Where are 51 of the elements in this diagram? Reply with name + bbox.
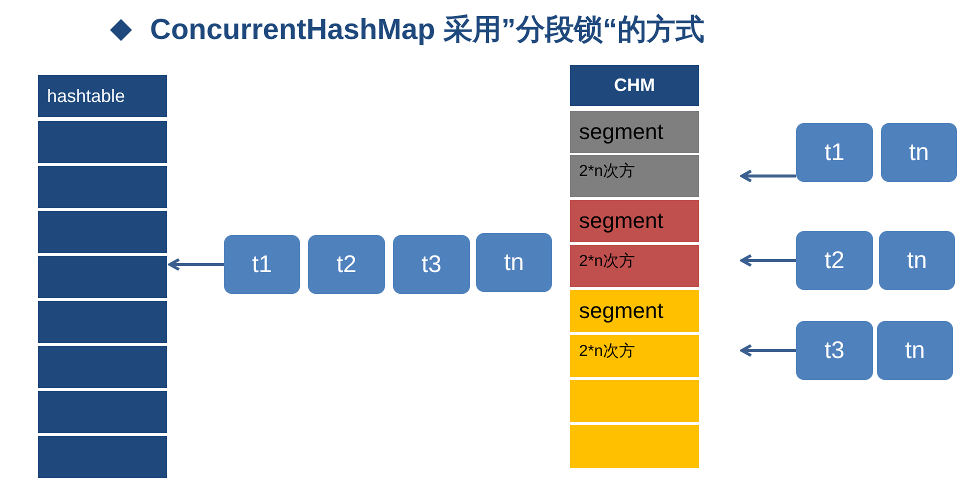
- thread-box: [796, 123, 873, 182]
- empty-cell: [38, 436, 167, 478]
- empty-cell: [38, 121, 167, 163]
- thread-box: [881, 123, 957, 182]
- empty-cell: [38, 301, 167, 343]
- thread-box: [393, 235, 470, 294]
- cell-label: t1: [824, 138, 844, 166]
- thread-box: [476, 233, 552, 292]
- cell-label: segment: [579, 119, 664, 145]
- cell-label: t2: [336, 250, 356, 278]
- title: ConcurrentHashMap 采用”分段锁“的方式: [150, 12, 704, 48]
- cell-label: t2: [824, 246, 844, 274]
- arrow: [740, 344, 796, 357]
- cell-label: 2*n次方: [579, 342, 636, 362]
- thread-box: [877, 321, 953, 380]
- arrow: [740, 254, 796, 267]
- empty-cell: [38, 346, 167, 388]
- cell-label: hashtable: [47, 86, 126, 106]
- thread-box: [308, 235, 385, 294]
- empty-cell: [570, 425, 699, 468]
- cell-label: 2*n次方: [579, 162, 636, 182]
- header-cell: [570, 65, 699, 106]
- cell-label: segment: [579, 208, 664, 234]
- cell-label: t3: [824, 336, 844, 364]
- cell-label: tn: [904, 336, 925, 364]
- cell-label: tn: [504, 248, 524, 276]
- thread-box: [796, 321, 873, 380]
- thread-box: [879, 231, 955, 290]
- cell-label: t1: [252, 250, 272, 278]
- cell-label: segment: [579, 298, 664, 324]
- table-cell: [570, 155, 699, 197]
- cell-label: tn: [906, 246, 927, 274]
- header-cell: [38, 75, 167, 117]
- thread-box: [796, 231, 873, 290]
- empty-cell: [38, 256, 167, 298]
- empty-cell: [38, 211, 167, 253]
- cell-label: t3: [421, 250, 442, 278]
- empty-cell: [38, 166, 167, 208]
- empty-cell: [570, 380, 699, 422]
- table-cell: [570, 200, 699, 242]
- thread-box: [224, 235, 300, 294]
- cell-label: 2*n次方: [579, 252, 636, 272]
- table-cell: [570, 245, 699, 287]
- table-cell: [570, 111, 699, 153]
- cell-label: tn: [908, 138, 929, 166]
- arrow: [168, 258, 224, 271]
- empty-cell: [38, 391, 167, 433]
- table-cell: [570, 290, 699, 332]
- cell-label: CHM: [614, 75, 655, 96]
- arrow: [740, 170, 796, 182]
- table-cell: [570, 335, 699, 377]
